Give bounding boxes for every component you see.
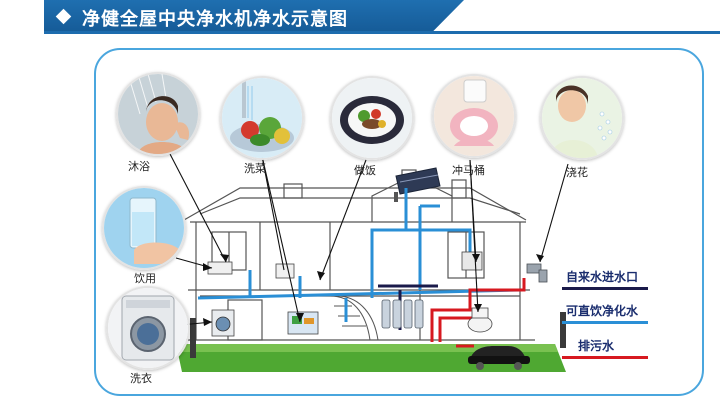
photo-label-toilet: 冲马桶 — [452, 164, 485, 177]
water-glass-icon — [102, 186, 186, 270]
washing-machine-icon — [106, 286, 190, 370]
photo-label-shower: 沐浴 — [128, 160, 150, 173]
header-banner — [44, 0, 464, 34]
kitchen-sink — [287, 311, 319, 335]
photo-label-watering: 浇花 — [566, 166, 588, 179]
shower-unit — [275, 263, 295, 279]
car — [468, 346, 530, 370]
legend-swatch-inlet — [562, 287, 648, 290]
faucet-icon — [526, 263, 548, 283]
photo-label-drinking: 饮用 — [134, 272, 156, 285]
legend-swatch-waste — [562, 356, 648, 359]
shower-icon — [116, 72, 200, 156]
filter-cartridges — [381, 299, 424, 329]
arrow-heads — [203, 254, 544, 326]
vegetables-icon — [220, 76, 304, 160]
fence-posts — [190, 312, 566, 358]
solar-heater — [394, 167, 441, 202]
staircase — [329, 295, 379, 341]
waste-water-pipes — [430, 278, 526, 348]
toilet-icon — [432, 74, 516, 158]
connector-lines — [169, 153, 569, 327]
photo-label-vegetables: 洗菜 — [244, 162, 266, 175]
washing-machine-small — [211, 309, 235, 337]
watering-icon — [540, 76, 624, 160]
legend-swatch-clean — [562, 321, 648, 324]
header-underline — [44, 31, 720, 34]
photo-label-cooking: 做饭 — [354, 164, 376, 177]
legend-label-clean: 可直饮净化水 — [566, 304, 639, 318]
legend-label-waste: 排污水 — [578, 339, 615, 353]
legend-label-inlet: 自来水进水口 — [566, 270, 639, 284]
toilet — [467, 307, 493, 333]
photo-label-laundry: 洗衣 — [130, 372, 152, 385]
page-title: 净健全屋中央净水机净水示意图 — [82, 9, 348, 30]
dish-icon — [330, 76, 414, 160]
